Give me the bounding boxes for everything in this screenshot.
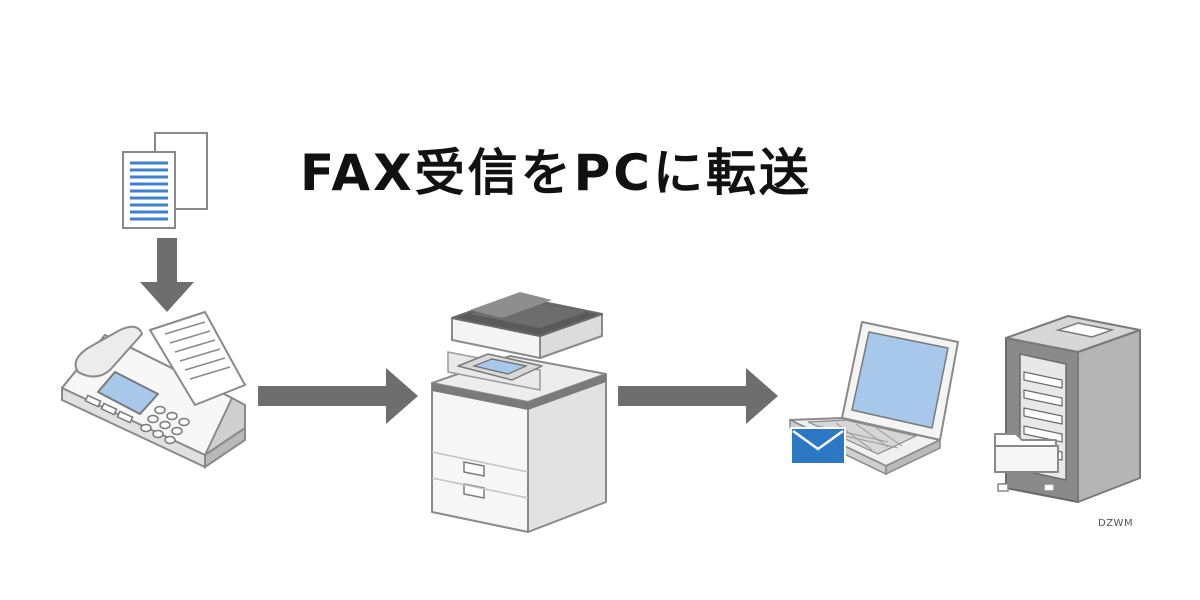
document-icon bbox=[122, 132, 208, 229]
multifunction-printer-icon bbox=[431, 292, 607, 533]
shared-folder-icon bbox=[994, 433, 1059, 492]
fax-machine-icon bbox=[61, 311, 246, 469]
arrow-down-icon bbox=[140, 238, 194, 312]
email-icon bbox=[790, 427, 846, 465]
arrow-right-icon bbox=[258, 368, 418, 424]
arrow-right-icon bbox=[618, 368, 778, 424]
figure-code: DZWM bbox=[1098, 518, 1134, 529]
diagram-title: FAX受信をPCに転送 bbox=[300, 144, 813, 202]
